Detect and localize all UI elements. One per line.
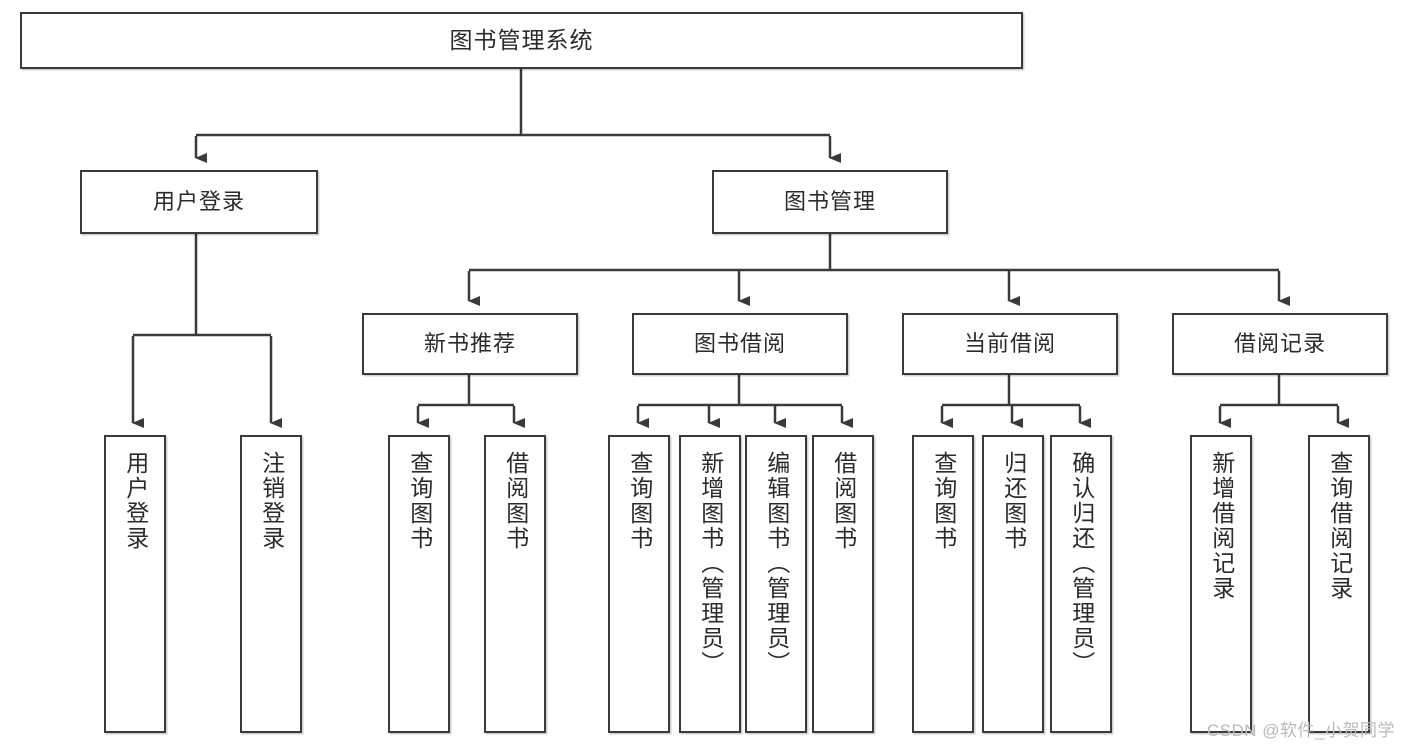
node-borrow-record-label: 借阅记录 [1233, 330, 1326, 356]
node-current-borrow-label: 当前借阅 [963, 330, 1056, 356]
node-user-login[interactable]: 用户登录 [80, 170, 318, 234]
leaf-query-book-recommend-label: 查询图书 [406, 451, 433, 551]
leaf-borrow-book-recommend[interactable]: 借阅图书 [484, 435, 546, 733]
node-root-label: 图书管理系统 [449, 26, 594, 53]
leaf-logout-label: 注销登录 [258, 451, 285, 551]
node-book-borrow[interactable]: 图书借阅 [632, 313, 848, 375]
node-user-login-label: 用户登录 [152, 188, 245, 214]
leaf-confirm-return-admin-label: 确认归还（管理员） [1068, 451, 1095, 676]
leaf-return-book-label: 归还图书 [1000, 451, 1027, 551]
node-book-management[interactable]: 图书管理 [712, 170, 948, 234]
leaf-confirm-return-admin[interactable]: 确认归还（管理员） [1050, 435, 1112, 733]
leaf-edit-book-admin[interactable]: 编辑图书（管理员） [745, 435, 807, 733]
leaf-user-login-label: 用户登录 [122, 451, 149, 551]
node-new-book-recommend[interactable]: 新书推荐 [362, 313, 578, 375]
leaf-borrow-book-recommend-label: 借阅图书 [502, 451, 529, 551]
node-borrow-record[interactable]: 借阅记录 [1172, 313, 1388, 375]
node-book-borrow-label: 图书借阅 [693, 330, 786, 356]
node-current-borrow[interactable]: 当前借阅 [902, 313, 1118, 375]
leaf-query-book-current[interactable]: 查询图书 [912, 435, 974, 733]
leaf-add-book-admin-label: 新增图书（管理员） [697, 451, 724, 676]
node-root[interactable]: 图书管理系统 [20, 12, 1023, 69]
leaf-edit-book-admin-label: 编辑图书（管理员） [763, 451, 790, 676]
leaf-user-login[interactable]: 用户登录 [104, 435, 166, 733]
node-new-book-recommend-label: 新书推荐 [423, 330, 516, 356]
leaf-query-book-current-label: 查询图书 [930, 451, 957, 551]
leaf-query-book-borrow-label: 查询图书 [626, 451, 653, 551]
watermark: CSDN @软件_小贺同学 [1206, 721, 1395, 740]
leaf-logout[interactable]: 注销登录 [240, 435, 302, 733]
node-book-management-label: 图书管理 [783, 188, 876, 214]
leaf-add-borrow-record[interactable]: 新增借阅记录 [1190, 435, 1252, 733]
leaf-add-book-admin[interactable]: 新增图书（管理员） [679, 435, 741, 733]
leaf-borrow-book[interactable]: 借阅图书 [812, 435, 874, 733]
leaf-query-book-borrow[interactable]: 查询图书 [608, 435, 670, 733]
leaf-query-borrow-record-label: 查询借阅记录 [1326, 451, 1353, 601]
leaf-return-book[interactable]: 归还图书 [982, 435, 1044, 733]
leaf-add-borrow-record-label: 新增借阅记录 [1208, 451, 1235, 601]
leaf-query-borrow-record[interactable]: 查询借阅记录 [1308, 435, 1370, 733]
leaf-borrow-book-label: 借阅图书 [830, 451, 857, 551]
leaf-query-book-recommend[interactable]: 查询图书 [388, 435, 450, 733]
